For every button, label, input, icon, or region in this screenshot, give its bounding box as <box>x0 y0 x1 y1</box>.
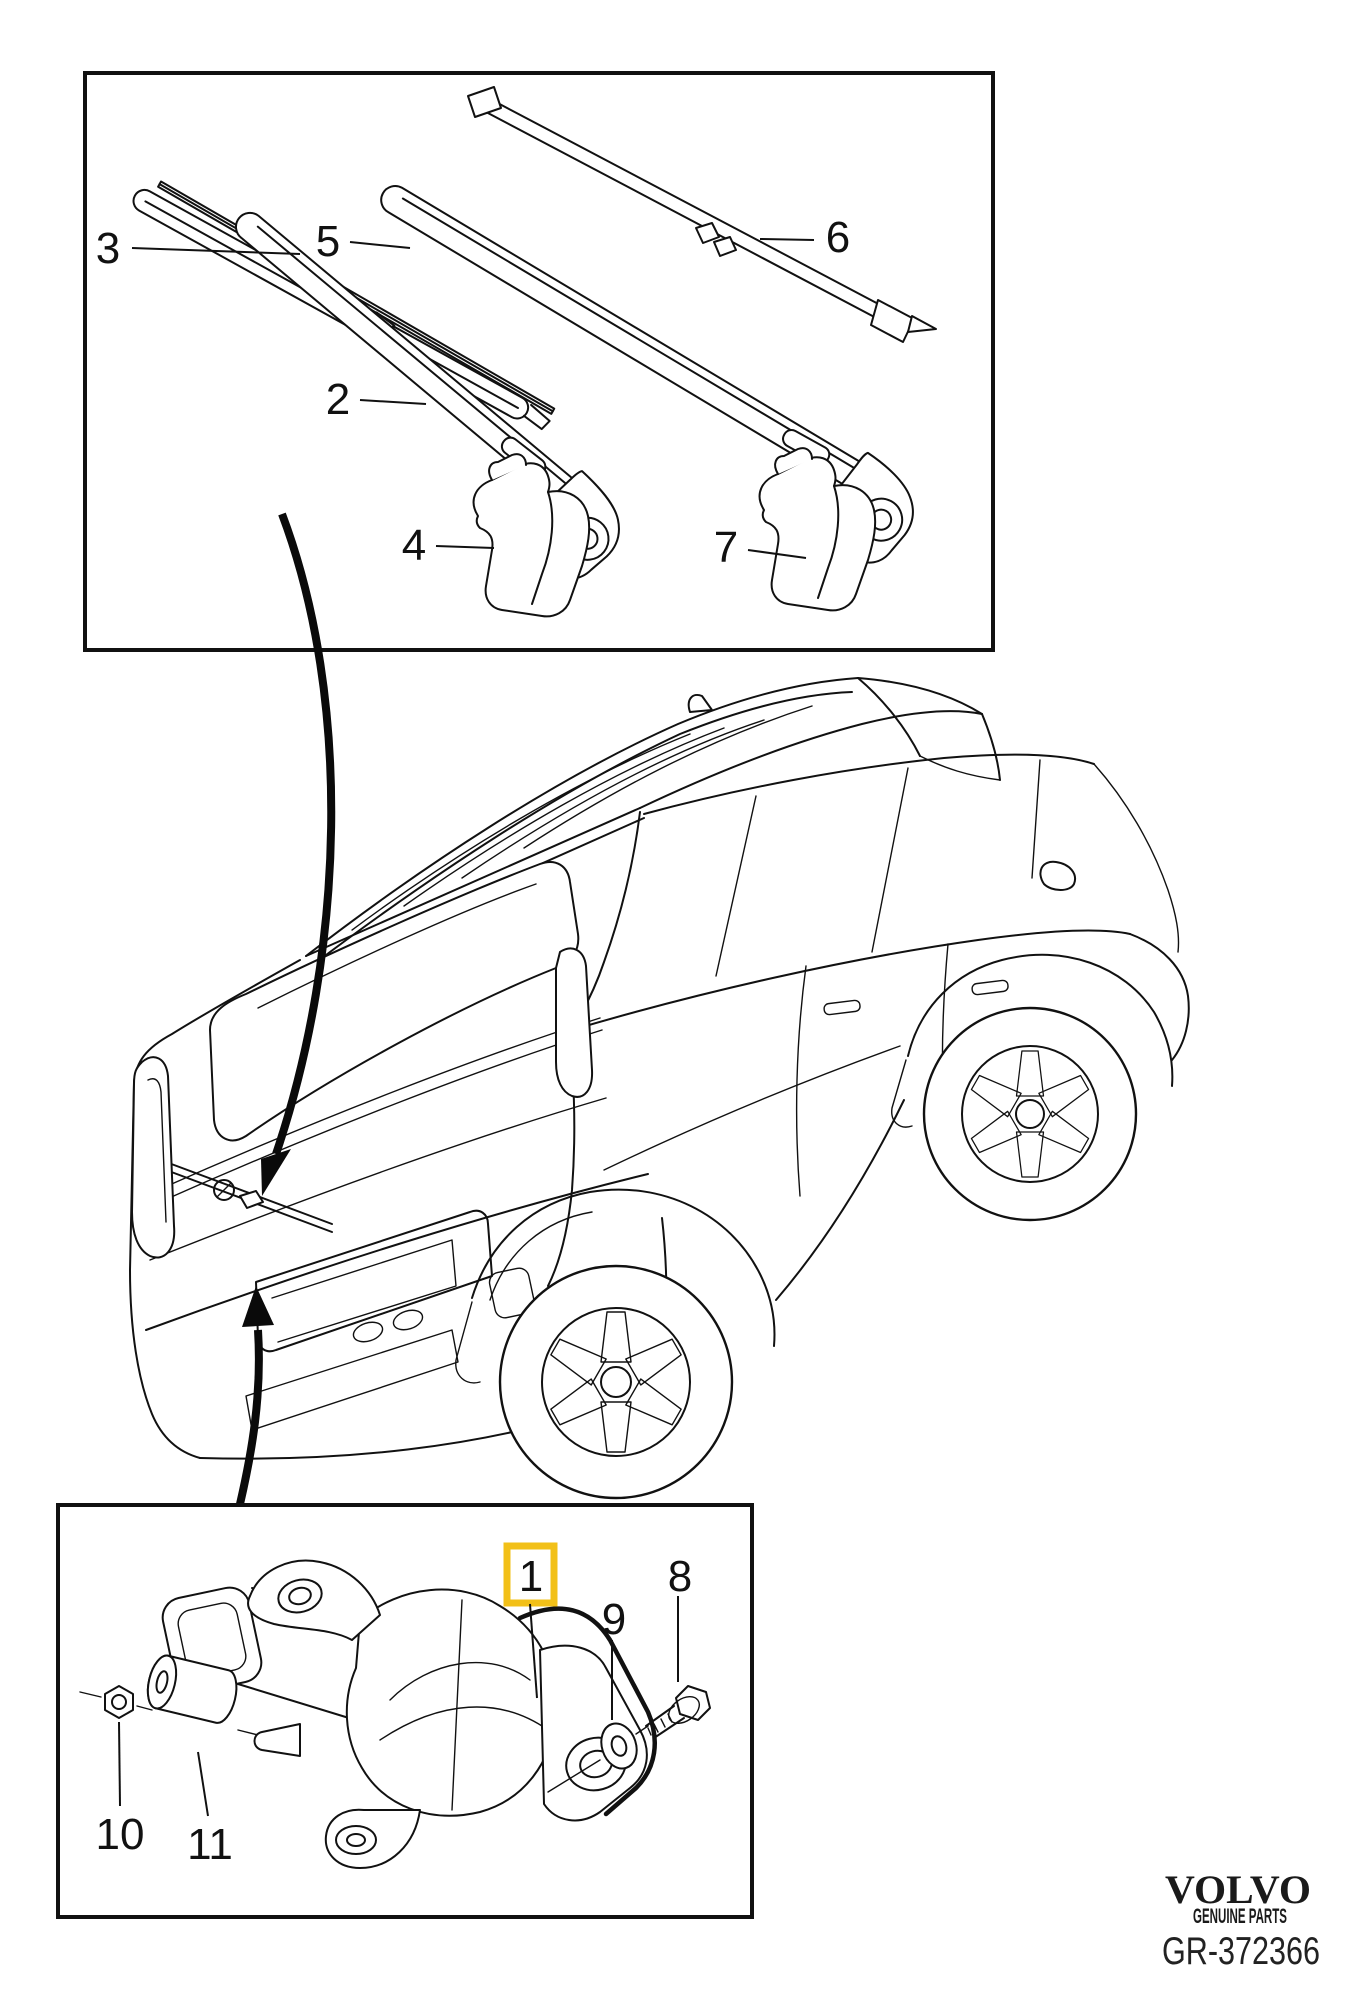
leader-3 <box>131 247 301 255</box>
highlight-box-part1 <box>503 1542 558 1607</box>
part-1-wiper-motor <box>161 1559 657 1869</box>
callout-2: 2 <box>326 375 350 424</box>
callout-9: 9 <box>602 1595 626 1644</box>
genuine-parts-tagline: GENUINE PARTS <box>1193 1905 1287 1928</box>
taillight-left <box>131 1056 176 1259</box>
callout-5: 5 <box>316 217 340 266</box>
arrowhead-down-icon <box>261 1149 291 1196</box>
rear-wheel <box>498 1264 734 1500</box>
volvo-badge <box>213 1179 235 1201</box>
leader-7 <box>747 549 807 559</box>
exhaust-tip <box>352 1321 384 1343</box>
top-parts-box-frame <box>83 71 995 652</box>
bottom-parts-box-frame <box>56 1503 754 1919</box>
branding-block: VOLVO GENUINE PARTS GR-372366 <box>1162 1867 1320 1973</box>
part-1-bold-contour <box>517 1606 657 1817</box>
door-handle <box>971 979 1009 996</box>
wiper-motor-box: 1 9 8 10 11 <box>56 1503 754 1919</box>
callout-10: 10 <box>96 1810 145 1859</box>
leader-4 <box>435 545 495 549</box>
arrowhead-up-icon <box>242 1286 274 1327</box>
front-wheel <box>922 1006 1138 1222</box>
leader-5 <box>349 241 411 249</box>
leader-2 <box>359 399 427 405</box>
exhaust-tip <box>392 1309 424 1331</box>
vehicle-illustration <box>129 677 1190 1500</box>
door-handle <box>823 999 861 1016</box>
door-seam <box>795 965 807 1197</box>
leader-10 <box>118 1721 121 1807</box>
bumper-top <box>145 1173 649 1331</box>
part-4-cover-cap <box>472 453 591 618</box>
fuel-door <box>488 1267 536 1319</box>
callout-4: 4 <box>402 521 426 570</box>
license-recess <box>255 1209 493 1353</box>
callout-7: 7 <box>714 523 738 572</box>
part-9-washer <box>547 1722 649 1793</box>
part-6-blade-refill <box>467 86 937 343</box>
rear-wheel-arch <box>471 1188 776 1347</box>
part-10-nut <box>104 1685 134 1719</box>
sill <box>775 1099 905 1301</box>
callout-6: 6 <box>826 213 850 262</box>
part-8-bolt <box>645 1685 711 1739</box>
arrow-from-motor-box <box>236 1329 263 1505</box>
rear-window <box>209 861 580 1142</box>
beltline <box>571 929 1131 1031</box>
leader-6 <box>759 238 815 241</box>
volvo-logo: VOLVO <box>1165 1867 1311 1912</box>
side-mirror <box>1039 860 1076 891</box>
callout-8: 8 <box>668 1552 692 1601</box>
drawing-number: GR-372366 <box>1162 1930 1320 1973</box>
rear-wiper-pivot <box>239 1190 264 1209</box>
leader-11 <box>197 1751 209 1817</box>
callout-11: 11 <box>187 1820 233 1869</box>
wiper-blade-parts-box: 3 2 5 6 4 7 <box>83 71 995 652</box>
roof-antenna-fin <box>687 694 713 713</box>
roof-left-rail <box>305 677 859 957</box>
part-11-spacer <box>146 1654 238 1724</box>
callout-1: 1 <box>519 1552 543 1601</box>
taillight-right <box>555 947 594 1098</box>
arrow-from-blade-box <box>272 512 336 1156</box>
front-wheel-arch <box>907 953 1174 1087</box>
pointer-arrows <box>236 512 336 1505</box>
leader-1 <box>529 1603 538 1699</box>
roof-right-rail <box>639 710 983 809</box>
drip-rail <box>643 753 1095 815</box>
callout-3: 3 <box>96 224 120 273</box>
